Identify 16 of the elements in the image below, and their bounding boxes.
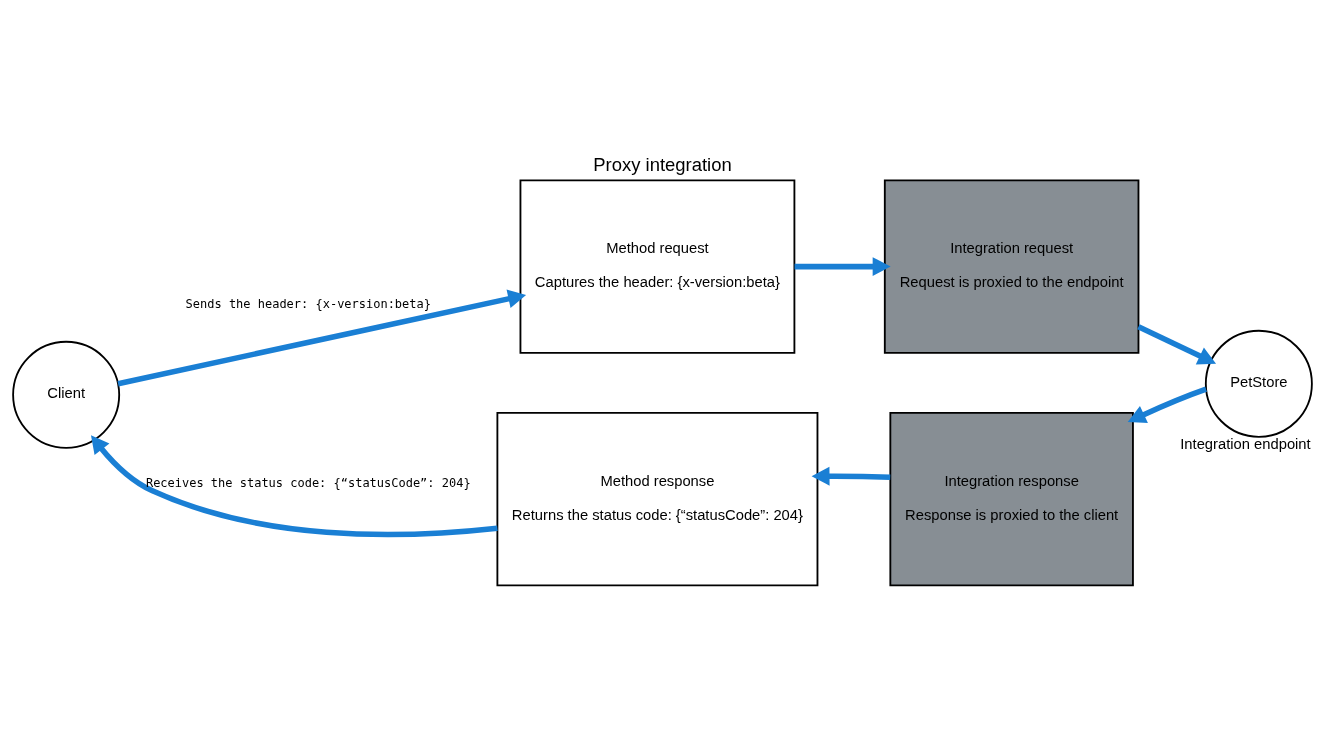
edge-label: Receives the status code: {“statusCode”: 204} [145,476,471,491]
arrow [811,466,891,486]
node-box: Integration request Request is proxied to the endpoint [883,179,1140,354]
node-box: Method response Returns the status code: {“statusCode”: 204} [496,411,819,587]
diagram-title: Proxy integration [593,154,732,176]
arrow [794,257,891,277]
node-box: Integration response Response is proxied to the client [889,411,1134,587]
arrow [1137,324,1217,365]
node-label: Integration endpoint [1180,435,1311,452]
arrow [117,289,527,387]
node-circle: Client [12,340,121,449]
node-box: Method request Captures the header: {x-version:beta} [519,179,796,354]
node-circle: PetStore [1204,329,1313,438]
arrow [1127,386,1207,424]
arrow [90,435,498,538]
edge-label: Sends the header: {x-version:beta} [185,297,431,312]
